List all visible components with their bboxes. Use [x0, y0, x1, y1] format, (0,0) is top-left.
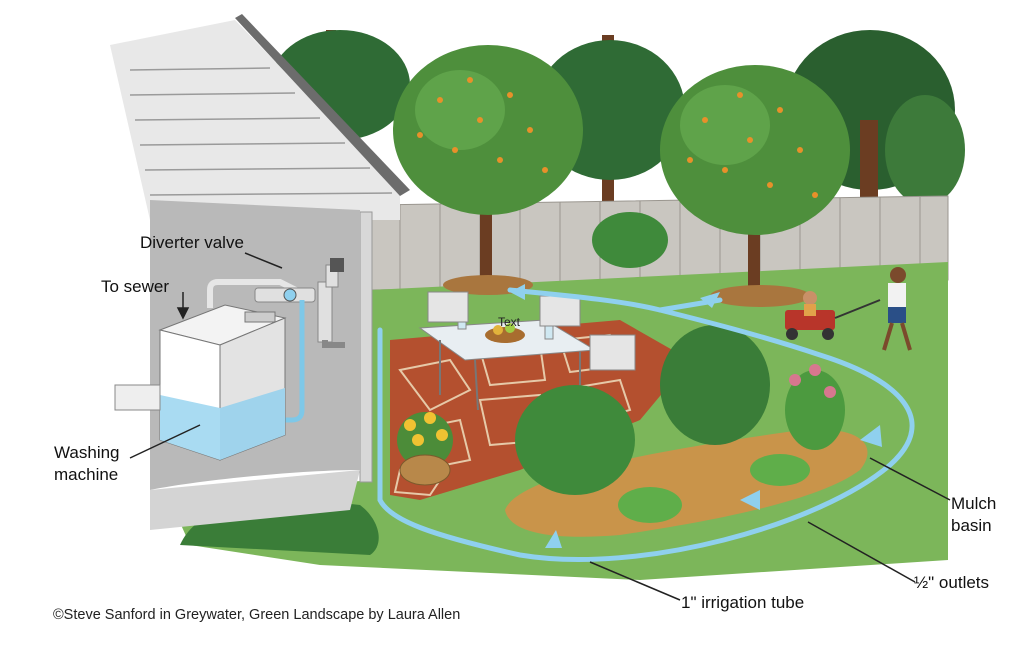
label-irrigation-tube: 1" irrigation tube — [681, 593, 804, 613]
credit-line: ©Steve Sanford in Greywater, Green Lands… — [53, 607, 460, 623]
label-diverter-valve: Diverter valve — [140, 233, 244, 253]
sunflower-planter — [397, 412, 453, 485]
label-washing-machine-line2: machine — [54, 465, 118, 485]
bush-back — [592, 212, 668, 268]
label-mulch-basin-line1: Mulch — [951, 494, 996, 514]
laundry-basket — [115, 385, 160, 410]
label-mulch-basin-line2: basin — [951, 516, 992, 536]
label-to-sewer: To sewer — [101, 277, 169, 297]
washing-machine[interactable] — [160, 305, 285, 460]
label-table-text: Text — [498, 315, 520, 329]
label-outlets: ½" outlets — [914, 573, 989, 593]
label-washing-machine-line1: Washing — [54, 443, 120, 463]
